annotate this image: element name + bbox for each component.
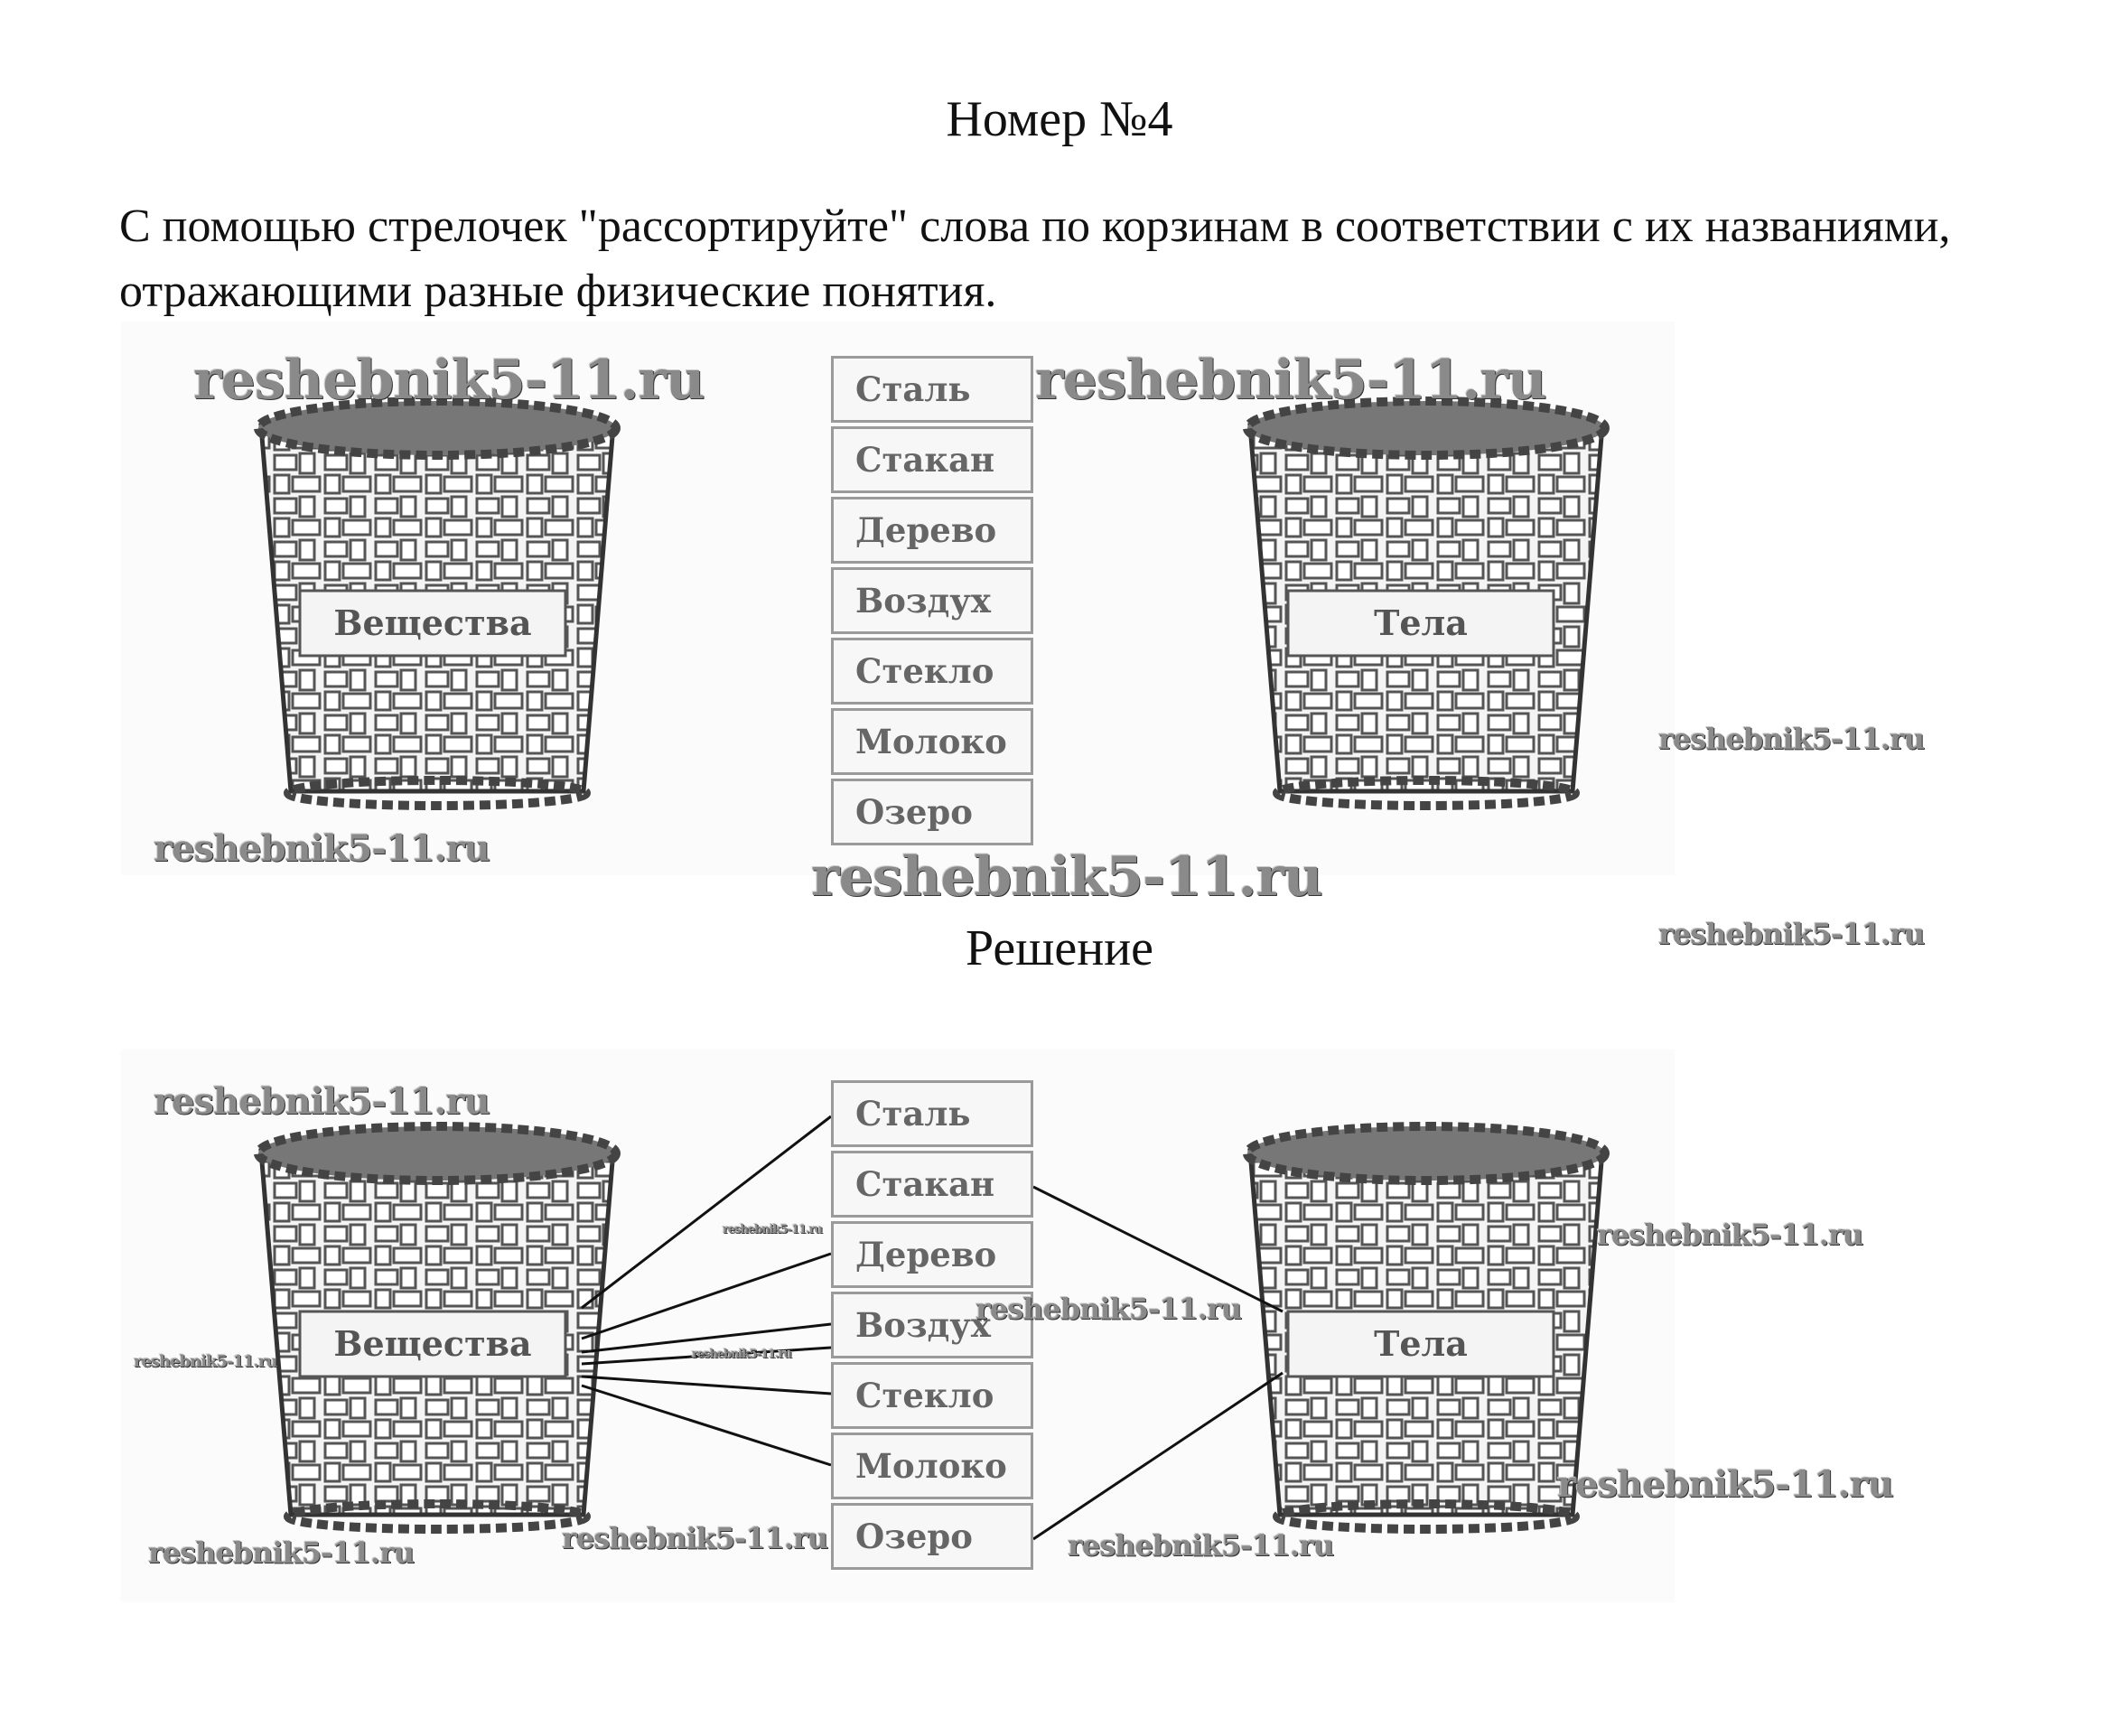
- word-card[interactable]: Воздух: [831, 567, 1033, 634]
- word-list: Сталь Стакан Дерево Воздух Стекло Молоко…: [831, 356, 1033, 849]
- solution-heading: Решение: [965, 920, 1154, 976]
- word-card[interactable]: Дерево: [831, 1221, 1033, 1288]
- word-card[interactable]: Стакан: [831, 1151, 1033, 1218]
- watermark: reshebnik5-11.ru: [811, 845, 1323, 909]
- word-card[interactable]: Стекло: [831, 638, 1033, 705]
- watermark: reshebnik5-11.ru: [134, 1352, 277, 1371]
- basket-label-substances: Вещества: [333, 1323, 532, 1364]
- word-card[interactable]: Дерево: [831, 497, 1033, 564]
- task-figure: Вещества Тела Сталь Стакан Дерево Воздух…: [121, 322, 1925, 875]
- basket-label-bodies: Тела: [1374, 602, 1468, 643]
- watermark: reshebnik5-11.ru: [723, 1223, 823, 1237]
- task-instruction: С помощью стрелочек "рассортируйте" слов…: [119, 201, 1951, 317]
- word-card[interactable]: Стакан: [831, 426, 1033, 493]
- solution-illustration: [254, 1115, 1610, 1541]
- watermark: reshebnik5-11.ru: [1658, 722, 1925, 756]
- watermark: reshebnik5-11.ru: [154, 827, 490, 870]
- word-card[interactable]: Озеро: [831, 779, 1033, 845]
- watermark: reshebnik5-11.ru: [1035, 349, 1547, 412]
- watermark: reshebnik5-11.ru: [1597, 1218, 1863, 1252]
- watermark: reshebnik5-11.ru: [975, 1292, 1242, 1326]
- basket-label-bodies: Тела: [1374, 1323, 1468, 1364]
- watermark: reshebnik5-11.ru: [1068, 1528, 1334, 1563]
- answer-lines: [581, 1115, 1284, 1541]
- word-card[interactable]: Молоко: [831, 708, 1033, 775]
- solution-figure: Вещества Тела Сталь Стакан Дерево Воздух…: [121, 1050, 1894, 1602]
- word-card[interactable]: Сталь: [831, 1080, 1033, 1147]
- watermark: reshebnik5-11.ru: [193, 349, 705, 412]
- word-card[interactable]: Сталь: [831, 356, 1033, 423]
- watermark: reshebnik5-11.ru: [154, 1080, 490, 1123]
- word-card[interactable]: Молоко: [831, 1433, 1033, 1499]
- watermark: reshebnik5-11.ru: [562, 1521, 828, 1555]
- watermark: reshebnik5-11.ru: [1557, 1463, 1894, 1506]
- watermark: reshebnik5-11.ru: [1658, 917, 1925, 951]
- word-list: Сталь Стакан Дерево Воздух Стекло Молоко…: [831, 1080, 1033, 1573]
- word-card[interactable]: Воздух: [831, 1292, 1033, 1358]
- task-heading: Номер №4: [946, 91, 1173, 147]
- watermark: reshebnik5-11.ru: [692, 1348, 792, 1361]
- word-card[interactable]: Озеро: [831, 1503, 1033, 1570]
- word-card[interactable]: Стекло: [831, 1362, 1033, 1429]
- watermark: reshebnik5-11.ru: [148, 1535, 415, 1570]
- baskets-illustration: [254, 397, 1610, 810]
- basket-label-substances: Вещества: [333, 602, 532, 643]
